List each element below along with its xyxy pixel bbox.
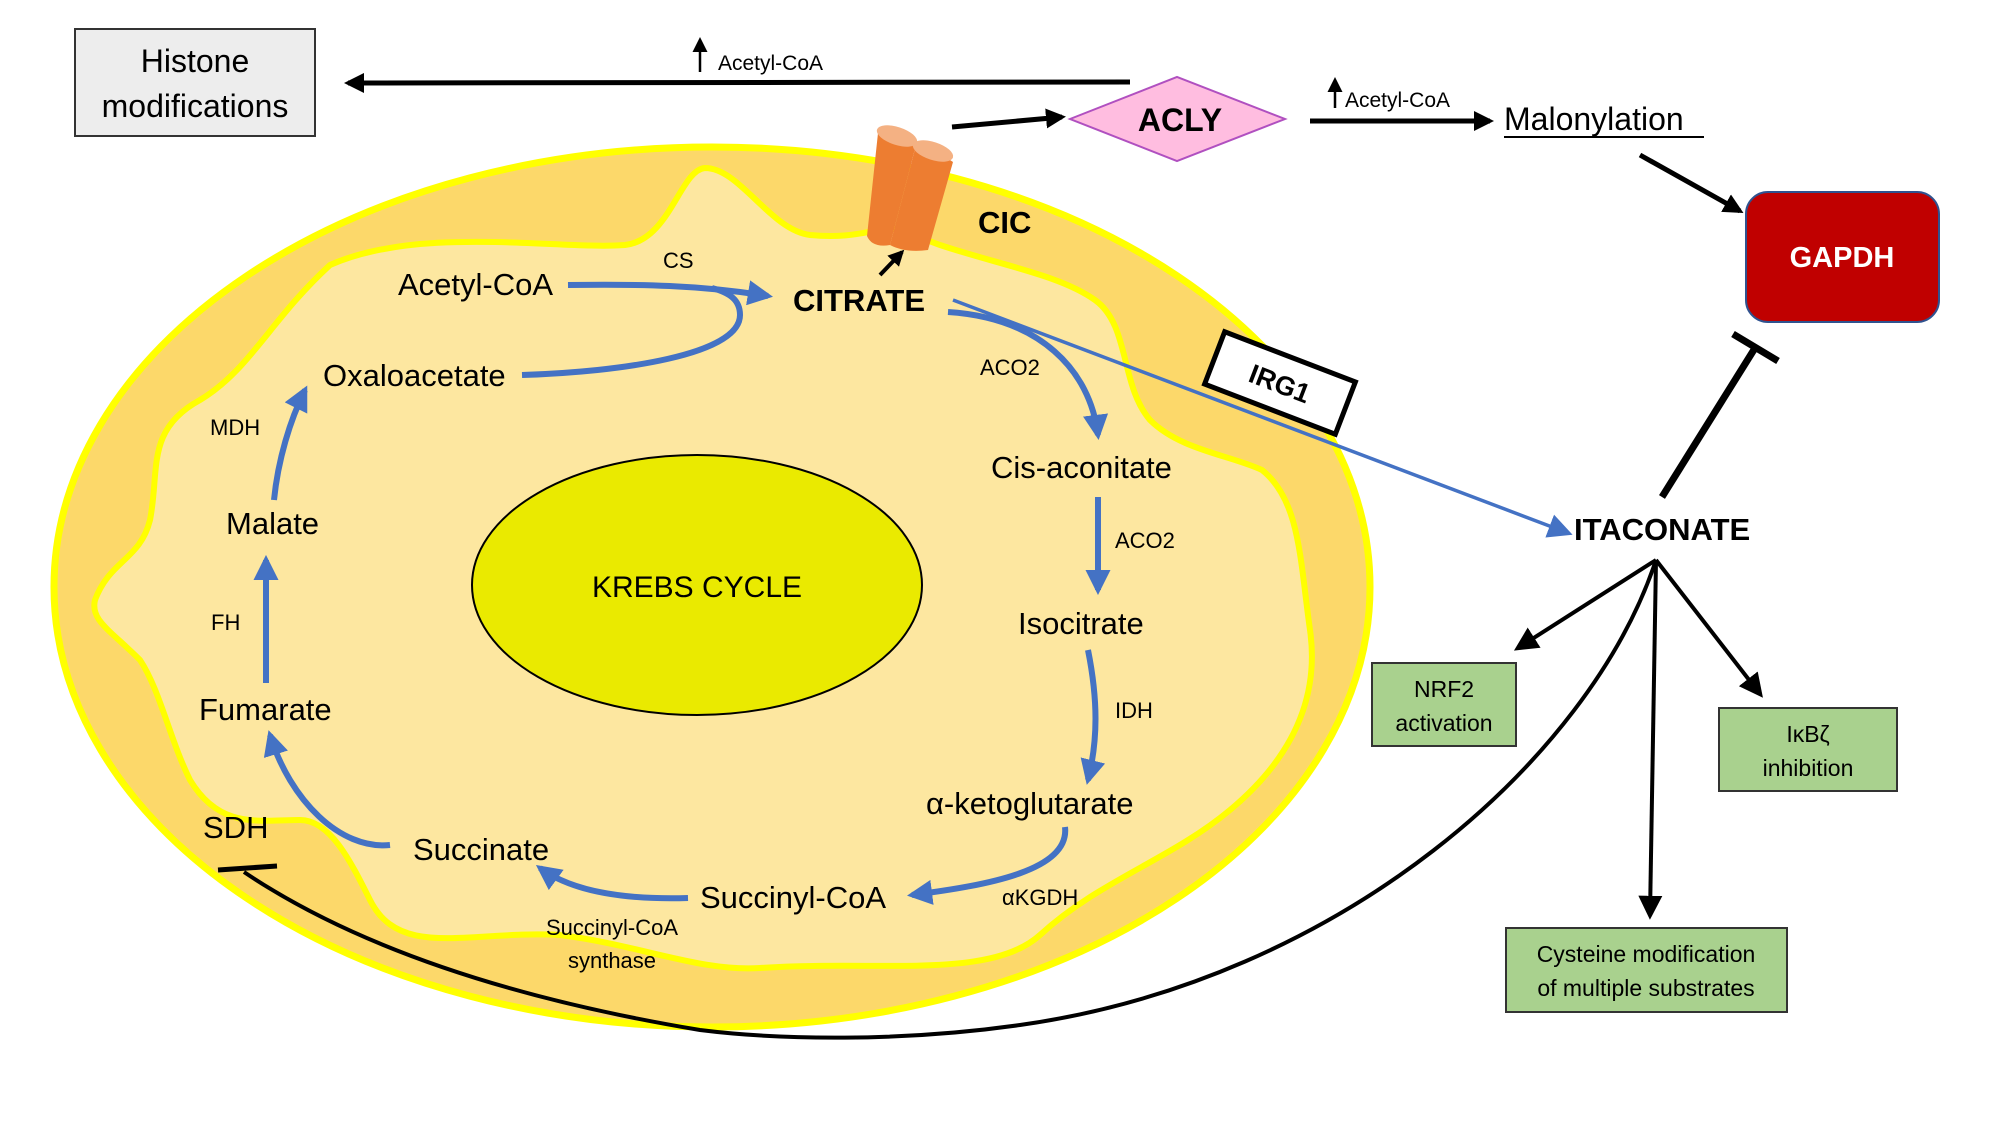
gapdh-label: GAPDH [1790,242,1895,274]
nrf2-line1: NRF2 [1414,676,1474,702]
enzyme-aco2-2: ACO2 [1115,528,1175,553]
enzyme-scs-line2: synthase [568,948,656,973]
arrow-oxaloacetate-citrate [521,285,744,378]
enzyme-cs: CS [663,248,694,273]
enzyme-idh: IDH [1115,698,1153,723]
arrow-citrate-cisaconitate [947,309,1109,441]
arrow-to-histone [344,72,1131,93]
metabolite-oxaloacetate: Oxaloacetate [323,358,506,393]
ikbz-line1: IκBζ [1786,721,1829,747]
enzyme-scs-line1: Succinyl-CoA [546,915,678,940]
metabolite-succinate: Succinate [413,832,549,867]
krebs-cycle-arrows [253,280,1111,905]
itaconate-label: ITACONATE [1574,512,1750,547]
inhibit-bar-sdh [217,863,278,873]
malonylation-label: Malonylation [1504,101,1684,137]
nrf2-line2: activation [1395,710,1492,736]
acetyl-coa-up-label-2: Acetyl-CoA [1345,89,1450,112]
black-arrows [217,37,1780,1040]
inhibit-itaconate-gapdh [1659,346,1758,499]
krebs-cycle-label: KREBS CYCLE [592,571,802,604]
arrow-cic-acly [951,108,1066,130]
krebs-cycle-center [471,454,923,716]
cic-label: CIC [978,205,1031,240]
arrow-malonylation-gapdh [1638,152,1744,214]
metabolite-acetyl-coa: Acetyl-CoA [398,267,553,302]
metabolite-malate: Malate [226,506,319,541]
acly-node: ACLY [1067,75,1288,163]
inhibit-itaconate-sdh [242,559,1658,1040]
acetyl-coa-up-label-1: Acetyl-CoA [718,52,823,75]
histone-line1: Histone [141,43,250,79]
enzyme-akgdh: αKGDH [1002,885,1078,910]
acly-label: ACLY [1138,102,1222,138]
arrow-itaconate-nrf2 [1513,558,1658,651]
inhibit-bar-gapdh [1731,330,1780,365]
gapdh-node: GAPDH [1745,191,1940,323]
arrow-citrate-itaconate [952,298,1573,538]
arrow-acetylcoa-citrate [567,280,773,306]
cic-transporter-icon [867,125,954,251]
arrow-malate-oxaloacetate [271,385,308,501]
cysteine-line1: Cysteine modification [1537,941,1756,967]
enzyme-fh: FH [211,610,240,635]
arrow-isocitrate-akg [1080,649,1106,785]
metabolite-fumarate: Fumarate [199,692,332,727]
cysteine-line2: of multiple substrates [1537,975,1754,1001]
histone-line2: modifications [102,88,289,124]
cysteine-modification-box: Cysteine modification of multiple substr… [1505,927,1788,1013]
metabolite-cis-aconitate: Cis-aconitate [991,450,1172,485]
arrow-akg-succinylcoa [907,826,1069,905]
nrf2-activation-box: NRF2 activation [1371,662,1517,747]
enzyme-mdh: MDH [210,415,260,440]
arrow-itaconate-cysteine [1638,559,1663,920]
arrow-citrate-cic [878,249,905,277]
metabolite-citrate: CITRATE [793,283,925,318]
arrow-succinylcoa-succinate [535,865,689,902]
metabolite-alpha-ketoglutarate: α-ketoglutarate [926,786,1133,821]
enzyme-aco2-1: ACO2 [980,355,1040,380]
metabolite-succinyl-coa: Succinyl-CoA [700,880,886,915]
mitochondrion [50,143,1374,1031]
histone-modifications-box: Histone modifications [74,28,316,137]
enzyme-sdh: SDH [203,810,268,845]
ikbz-inhibition-box: IκBζ inhibition [1718,707,1898,792]
irg1-box: IRG1 [1201,328,1359,438]
ikbz-line2: inhibition [1763,755,1854,781]
metabolite-isocitrate: Isocitrate [1018,606,1144,641]
arrow-itaconate-ikbz [1654,558,1763,698]
arrow-succinate-fumarate [263,730,391,849]
